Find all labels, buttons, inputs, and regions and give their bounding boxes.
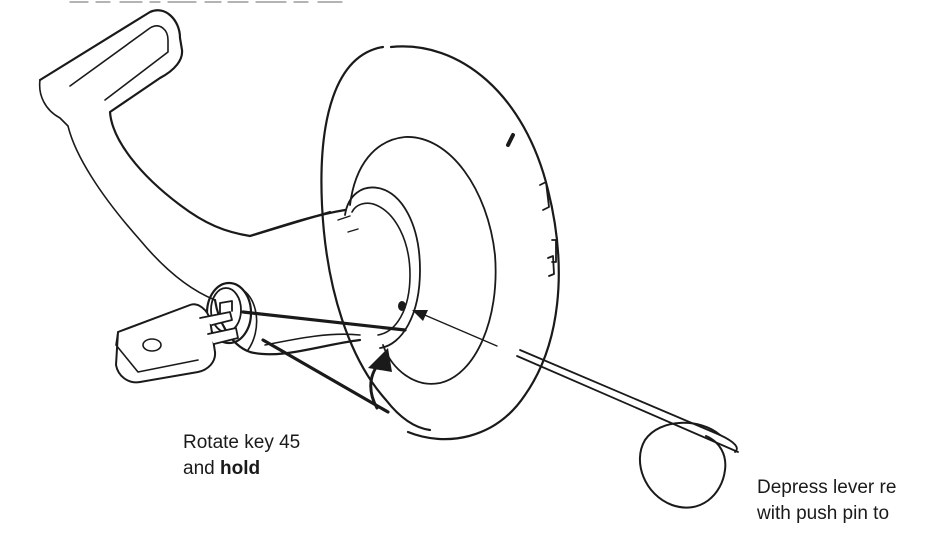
push-pin-caption-line2: with push pin to [757, 503, 890, 524]
rose-ring-1 [349, 136, 497, 385]
push-pin-wire [516, 355, 739, 453]
push-pin-caption: Depress lever re with push pin to [757, 475, 896, 527]
key-head [115, 303, 217, 384]
rose-hub-inner [351, 202, 411, 336]
lever-rose [320, 45, 560, 441]
lever-neck-bottom [264, 333, 361, 346]
lever-grip-outer [38, 9, 332, 238]
push-pin-loop [638, 421, 727, 509]
push-pin-caption-line1: Depress lever re [757, 477, 897, 498]
rotate-key-caption-prefix: and [183, 458, 220, 479]
push-pin [412, 310, 739, 509]
pin-pointer-arrowhead [412, 310, 428, 321]
key [115, 300, 239, 384]
key-leader-line-upper [241, 310, 407, 332]
key-blade [199, 300, 239, 345]
lever-grip-inner [69, 25, 169, 101]
rotate-key-caption-bold: hold [219, 458, 261, 479]
lever-handle [38, 9, 406, 356]
rotate-key-caption-line1: Rotate key 45 [183, 432, 301, 453]
pin-pointer-line [419, 312, 498, 347]
rotate-key-caption: Rotate key 45 and hold [183, 430, 300, 482]
key-head-edge [115, 331, 199, 373]
rose-notches [539, 181, 557, 277]
rotate-arrow-head [368, 348, 392, 372]
rotate-indicator [241, 310, 407, 414]
key-bow-hole [142, 338, 162, 352]
key-leader-line-lower [261, 338, 390, 414]
rose-outer-edge [389, 45, 560, 441]
lever-neck-top [248, 208, 347, 238]
rose-ring-2 [344, 186, 421, 349]
rose-tick [506, 133, 515, 147]
lever-retaining-hole [398, 301, 406, 311]
rose-front-face [320, 45, 432, 432]
lever-grip-face [38, 79, 216, 301]
rotate-key-caption-line2: and hold [183, 456, 300, 482]
